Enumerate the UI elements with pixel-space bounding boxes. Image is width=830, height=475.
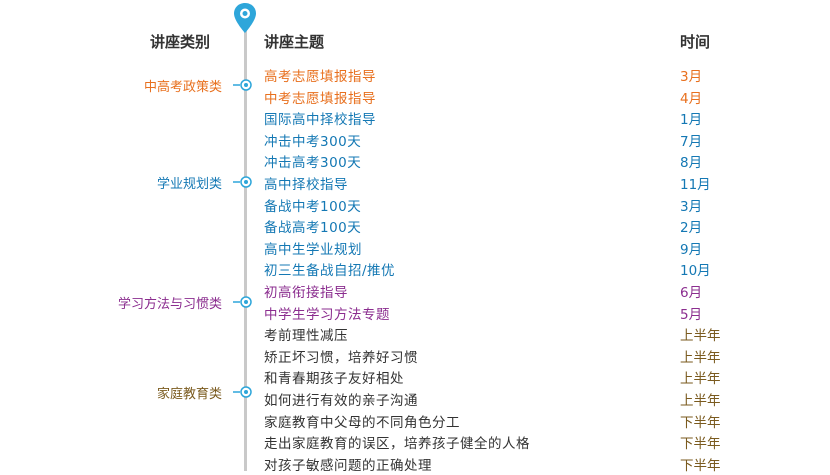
lecture-row: 高中择校指导 11月	[0, 173, 830, 194]
lecture-time: 下半年	[680, 457, 721, 474]
header-topic: 讲座主题	[264, 33, 325, 51]
lecture-time: 上半年	[680, 328, 721, 345]
lecture-topic: 考前理性减压	[264, 328, 348, 345]
lecture-time: 2月	[680, 220, 703, 237]
category-label: 中高考政策类	[143, 80, 222, 95]
timeline-node-icon	[233, 386, 252, 398]
header-category: 讲座类别	[150, 33, 211, 51]
lecture-time: 3月	[680, 198, 703, 215]
timeline-node-icon	[233, 79, 252, 91]
lecture-row: 高中生学业规划 9月	[0, 238, 830, 259]
lecture-time: 9月	[680, 241, 703, 258]
lecture-row: 走出家庭教育的误区，培养孩子健全的人格 下半年	[0, 432, 830, 453]
category-label: 学习方法与习惯类	[117, 297, 222, 312]
lecture-row: 考前理性减压 上半年	[0, 324, 830, 345]
lecture-time: 3月	[680, 69, 703, 85]
lecture-time: 8月	[680, 155, 703, 172]
lecture-row: 备战中考100天 3月	[0, 195, 830, 216]
lecture-time: 10月	[680, 263, 711, 280]
lecture-row: 备战高考100天 2月	[0, 216, 830, 237]
lecture-topic: 矫正坏习惯，培养好习惯	[264, 349, 418, 366]
lecture-topic: 备战中考100天	[264, 198, 362, 215]
lecture-row: 中学生学习方法专题 5月	[0, 303, 830, 324]
lecture-time: 上半年	[680, 349, 721, 366]
lecture-time: 5月	[680, 306, 703, 323]
lecture-topic: 初三生备战自招/推优	[264, 263, 396, 280]
lecture-row: 和青春期孩子友好相处 上半年	[0, 367, 830, 388]
lecture-row: 高考志愿填报指导 3月	[0, 65, 830, 86]
lecture-time: 下半年	[680, 436, 721, 453]
timeline-node-icon	[233, 176, 252, 188]
lecture-topic: 国际高中择校指导	[264, 112, 376, 129]
lecture-time: 7月	[680, 133, 703, 150]
timeline-line	[244, 26, 247, 471]
lecture-row: 冲击中考300天 7月	[0, 130, 830, 151]
header-time: 时间	[680, 33, 711, 51]
timeline-node-icon	[233, 296, 252, 308]
lecture-topic: 备战高考100天	[264, 220, 362, 237]
lecture-row: 家庭教育中父母的不同角色分工 下半年	[0, 411, 830, 432]
lecture-topic: 高中生学业规划	[264, 241, 362, 258]
lecture-row: 初三生备战自招/推优 10月	[0, 259, 830, 280]
lecture-topic: 如何进行有效的亲子沟通	[264, 393, 418, 409]
lecture-topic: 冲击中考300天	[264, 133, 362, 150]
lecture-row: 矫正坏习惯，培养好习惯 上半年	[0, 346, 830, 367]
lecture-row: 国际高中择校指导 1月	[0, 108, 830, 129]
lecture-topic: 高考志愿填报指导	[264, 69, 376, 85]
lecture-row: 如何进行有效的亲子沟通 上半年	[0, 389, 830, 410]
lecture-topic: 中学生学习方法专题	[264, 306, 390, 323]
category-label: 家庭教育类	[156, 387, 222, 402]
lecture-topic: 对孩子敏感问题的正确处理	[264, 457, 432, 474]
lecture-time: 11月	[680, 177, 711, 193]
lecture-time: 上半年	[680, 371, 721, 388]
lecture-topic: 高中择校指导	[264, 177, 348, 193]
lecture-time: 1月	[680, 112, 703, 129]
lecture-row: 初高衔接指导 6月	[0, 281, 830, 302]
lecture-row: 对孩子敏感问题的正确处理 下半年	[0, 454, 830, 475]
lecture-row: 中考志愿填报指导 4月	[0, 87, 830, 108]
lecture-time: 4月	[680, 90, 703, 107]
lecture-row: 冲击高考300天 8月	[0, 151, 830, 172]
lecture-time: 上半年	[680, 393, 721, 409]
lecture-topic: 家庭教育中父母的不同角色分工	[264, 414, 460, 431]
lecture-time: 下半年	[680, 414, 721, 431]
lecture-topic: 冲击高考300天	[264, 155, 362, 172]
lecture-time: 6月	[680, 285, 703, 301]
location-pin-icon	[234, 3, 256, 33]
category-label: 学业规划类	[156, 177, 222, 192]
lecture-topic: 初高衔接指导	[264, 285, 348, 301]
lecture-topic: 和青春期孩子友好相处	[264, 371, 404, 388]
lecture-topic: 中考志愿填报指导	[264, 90, 376, 107]
lecture-topic: 走出家庭教育的误区，培养孩子健全的人格	[264, 436, 530, 453]
